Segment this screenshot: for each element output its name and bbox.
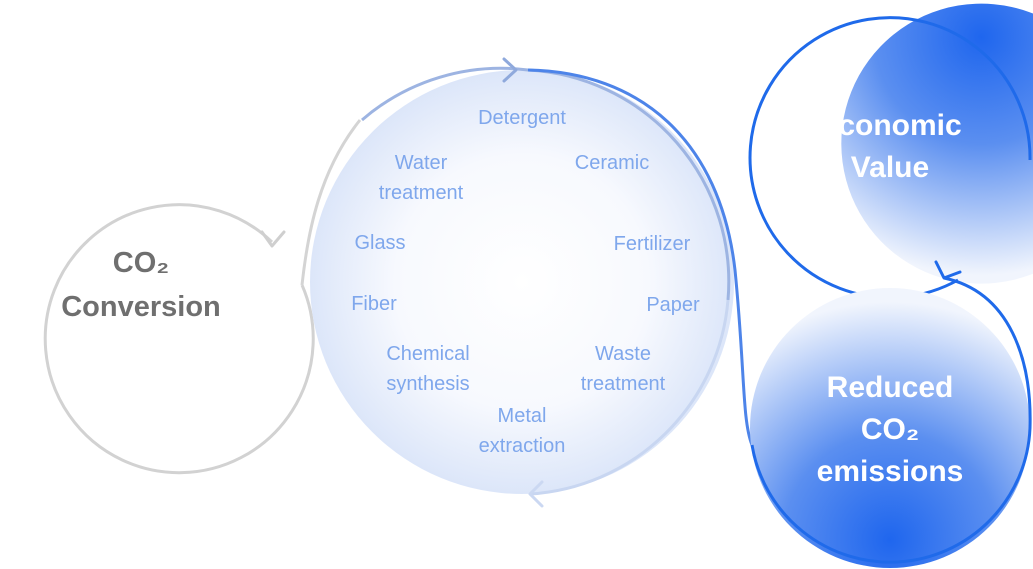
app-ceramic: Ceramic — [574, 152, 650, 174]
app-detergent: Detergent — [478, 107, 566, 129]
app-waste-treatment: Waste treatment — [580, 343, 666, 395]
economic-value-circle — [841, 3, 1033, 284]
co2-conversion-line1: CO₂ — [112, 247, 170, 279]
app-glass: Glass — [354, 232, 406, 254]
economic-value-outline — [748, 16, 1032, 300]
applications-circle — [310, 70, 734, 494]
reduced-emissions-outline — [750, 276, 1032, 564]
arrow-gray-icon — [260, 230, 286, 248]
co2-conversion-label: CO₂ Conversion — [61, 241, 221, 329]
co2-conversion-line2: Conversion — [61, 291, 221, 323]
app-metal-extraction: Metal extraction — [478, 405, 566, 457]
reduced-emissions-label: Reduced CO₂ emissions — [816, 371, 964, 488]
connector-blue-s-curve — [527, 68, 754, 446]
reduced-emissions-circle — [750, 288, 1030, 568]
app-water-treatment: Water treatment — [378, 152, 464, 204]
app-paper: Paper — [646, 294, 700, 316]
applications-circle-outline — [361, 66, 731, 301]
app-fertilizer: Fertilizer — [613, 233, 691, 255]
connector-gray — [300, 119, 362, 286]
arrow-top-icon — [502, 57, 518, 83]
economic-value-label: Economic Value — [818, 109, 962, 184]
applications-circle-outline-bottom — [529, 299, 730, 496]
app-chemical-synthesis: Chemical synthesis — [386, 343, 470, 395]
arrow-bottom-icon — [528, 480, 544, 508]
app-fiber: Fiber — [351, 293, 397, 315]
co2-conversion-circle — [43, 203, 315, 475]
